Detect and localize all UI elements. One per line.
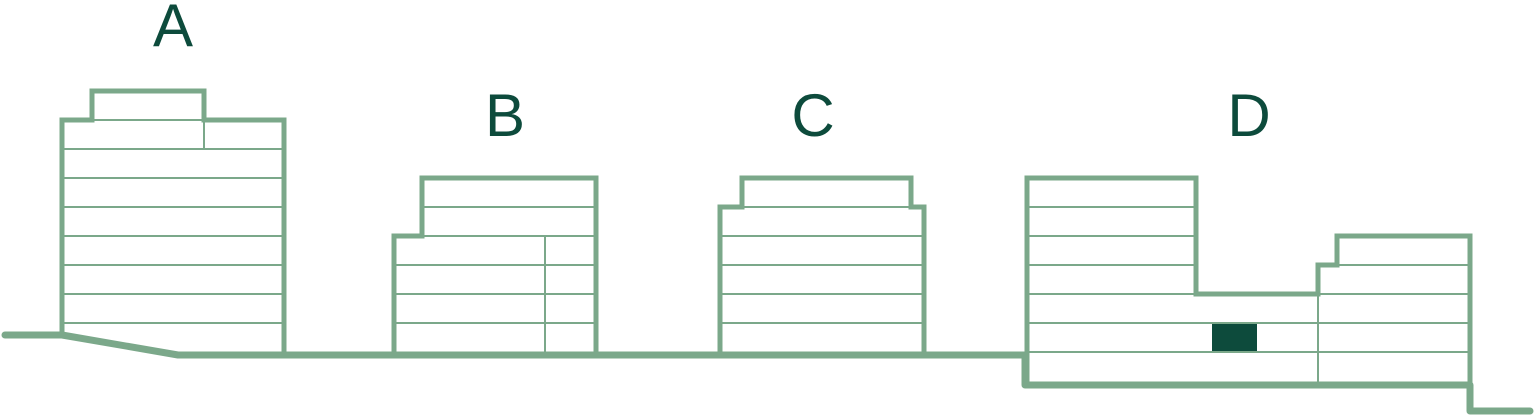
building-d-floors xyxy=(1027,206,1470,385)
building-a-label: A xyxy=(153,0,193,59)
building-a-floors xyxy=(62,119,284,324)
building-b-floors xyxy=(394,206,596,352)
ground-line xyxy=(1,331,1534,415)
building-a xyxy=(59,88,287,352)
building-b-label: B xyxy=(485,82,525,149)
building-d-label: D xyxy=(1227,82,1270,149)
building-d-outline xyxy=(1024,175,1473,385)
building-c-label: C xyxy=(791,82,834,149)
building-c-outline xyxy=(717,175,927,352)
building-a-outline xyxy=(59,88,287,352)
building-b xyxy=(391,175,599,352)
building-d-highlight-marker xyxy=(1212,324,1257,351)
building-d xyxy=(1024,175,1473,385)
building-c-floors xyxy=(720,206,924,324)
building-c xyxy=(717,175,927,352)
